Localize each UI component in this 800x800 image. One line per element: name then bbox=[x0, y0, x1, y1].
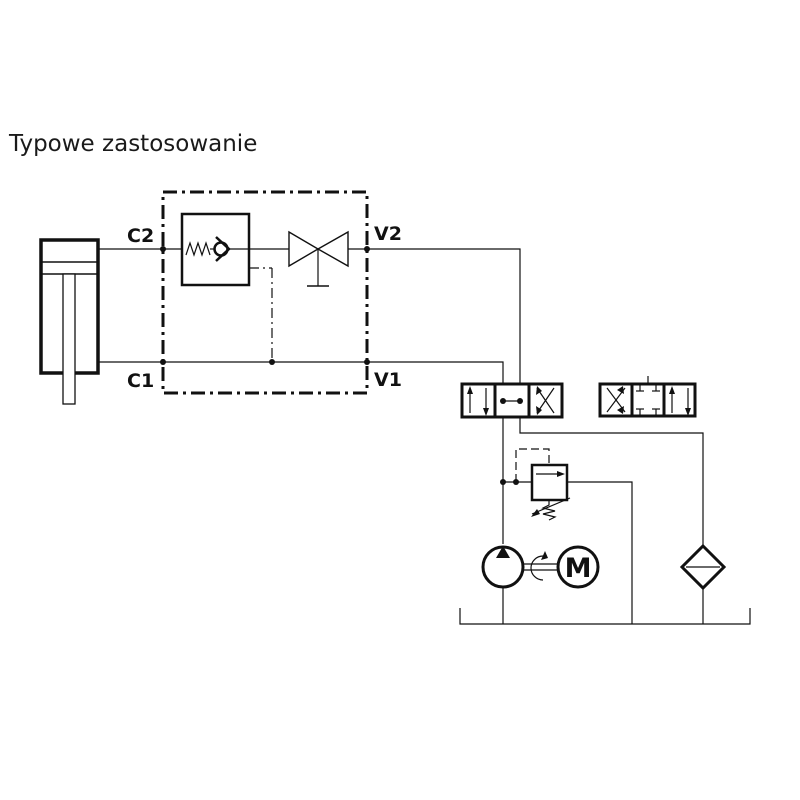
port-label-c1: C1 bbox=[127, 370, 154, 392]
port-label-v2: V2 bbox=[374, 223, 402, 245]
hydraulic-cylinder bbox=[39, 238, 100, 405]
electric-motor: M bbox=[556, 545, 600, 589]
check-valve bbox=[180, 212, 251, 287]
directional-valve bbox=[460, 382, 564, 419]
hydraulic-pump bbox=[481, 545, 557, 624]
filter bbox=[679, 543, 727, 624]
port-label-c2: C2 bbox=[127, 225, 154, 247]
throttle-valve bbox=[288, 230, 349, 287]
directional-valve-alt bbox=[598, 376, 697, 418]
port-label-v1: V1 bbox=[374, 369, 402, 391]
page-title: Typowe zastosowanie bbox=[9, 131, 258, 157]
tank bbox=[459, 608, 751, 625]
junction-dots bbox=[160, 246, 370, 365]
valve-block-boundary bbox=[161, 190, 369, 395]
motor-label: M bbox=[565, 553, 592, 584]
pilot-line bbox=[249, 267, 273, 362]
relief-valve bbox=[530, 463, 571, 521]
